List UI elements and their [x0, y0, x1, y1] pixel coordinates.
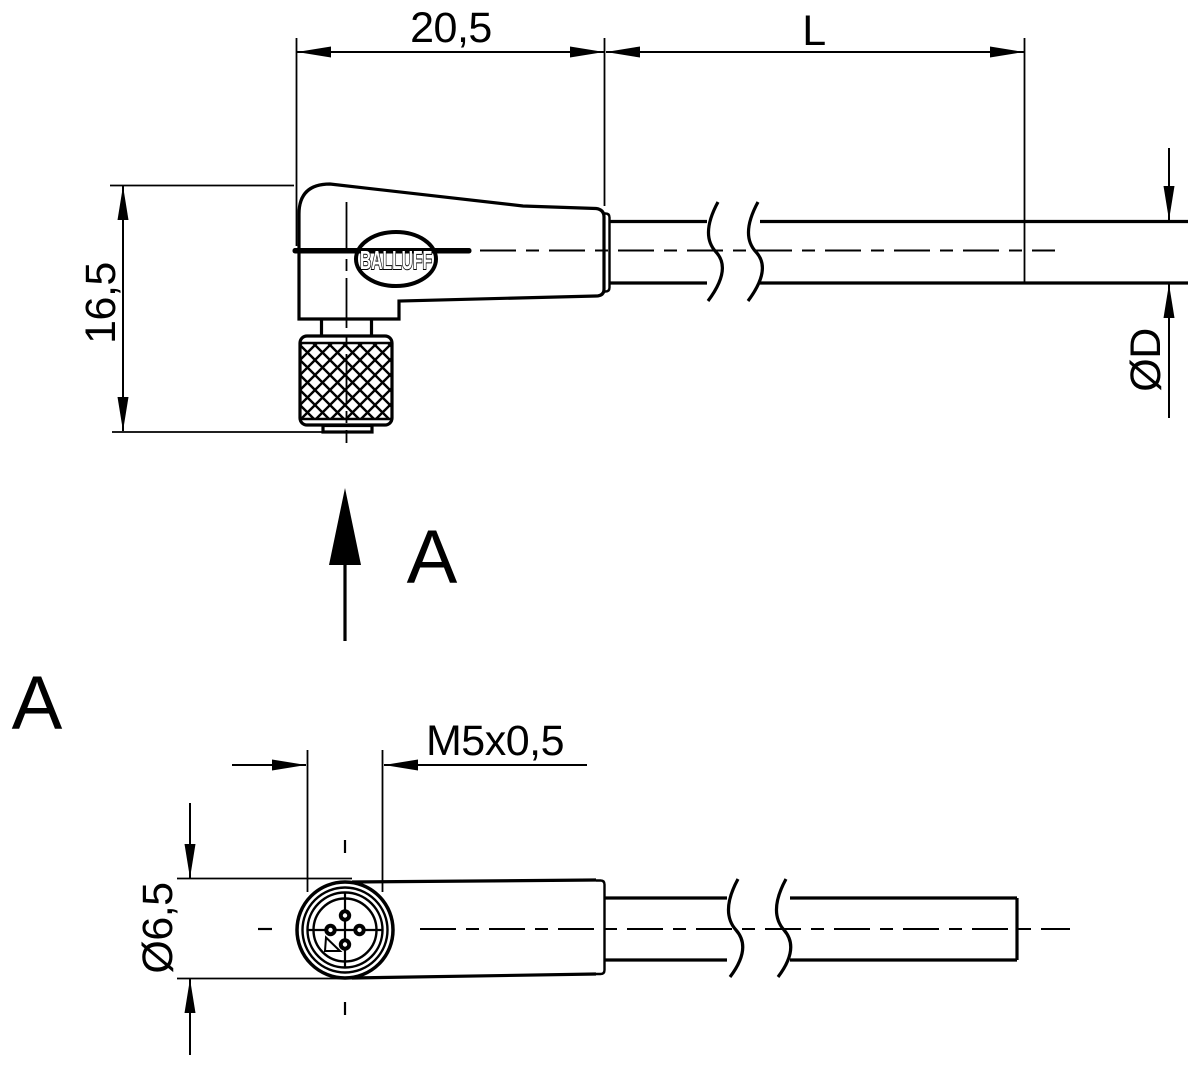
dimension-label: M5x0,5 [426, 717, 564, 765]
detail-view-a: A [12, 661, 1070, 1055]
balluff-logo-text: BALLUFF [360, 245, 432, 275]
dimension-connector-diameter: Ø6,5 [134, 803, 360, 1055]
arrowhead-down-icon [184, 844, 196, 878]
balluff-logo-ellipse [354, 230, 438, 288]
keying-notch [323, 935, 343, 952]
arrowhead-left-icon [297, 46, 331, 58]
cable-break-line-1 [706, 201, 724, 302]
view-arrow-label: A [407, 515, 458, 600]
arrowhead-right-icon [570, 46, 604, 58]
dimension-width-20-5: 20,5 [295, 4, 606, 246]
top-view: BALLUFF 20,5 L 16,5 [77, 4, 1188, 443]
side-body-top-edge [351, 878, 597, 884]
view-arrow-icon [329, 488, 361, 565]
dimension-height-16-5: 16,5 [77, 184, 372, 433]
cable-break-line-2 [746, 201, 764, 302]
arrowhead-right-icon [990, 46, 1024, 58]
contact-pins [323, 909, 366, 952]
connector-end-cap [604, 212, 611, 293]
dimension-label: ØD [1122, 328, 1170, 392]
detail-view-title: A [12, 661, 63, 746]
arrowhead-up-icon [184, 979, 196, 1013]
arrowhead-left-icon [606, 46, 640, 58]
arrowhead-up-icon [1163, 284, 1175, 318]
face-ring-2 [301, 886, 389, 974]
dimension-label: 16,5 [77, 262, 125, 344]
arrowhead-top-icon [117, 186, 129, 220]
dimension-cable-length-L: L [606, 7, 1026, 284]
dimension-label: Ø6,5 [134, 882, 182, 973]
dimension-label: L [802, 7, 825, 55]
arrowhead-right-icon [272, 759, 306, 771]
side-end-cap [596, 879, 606, 976]
side-body-bottom-edge [351, 972, 597, 980]
arrowhead-down-icon [1163, 186, 1175, 220]
detail-break-line-1 [726, 878, 745, 978]
pin-left-hole [328, 927, 333, 933]
dimension-thread-m5: M5x0,5 [232, 717, 587, 892]
pin-right-hole [357, 927, 362, 933]
view-direction-indicator: A [329, 488, 458, 641]
balluff-logo-bar [292, 248, 472, 254]
arrowhead-bottom-icon [117, 397, 129, 431]
arrowhead-left-icon [384, 759, 418, 771]
pin-bottom-hole [342, 942, 348, 947]
dimension-label: 20,5 [410, 4, 492, 52]
dimension-cable-diameter: ØD [1122, 148, 1175, 418]
pin-top-hole [342, 913, 348, 918]
